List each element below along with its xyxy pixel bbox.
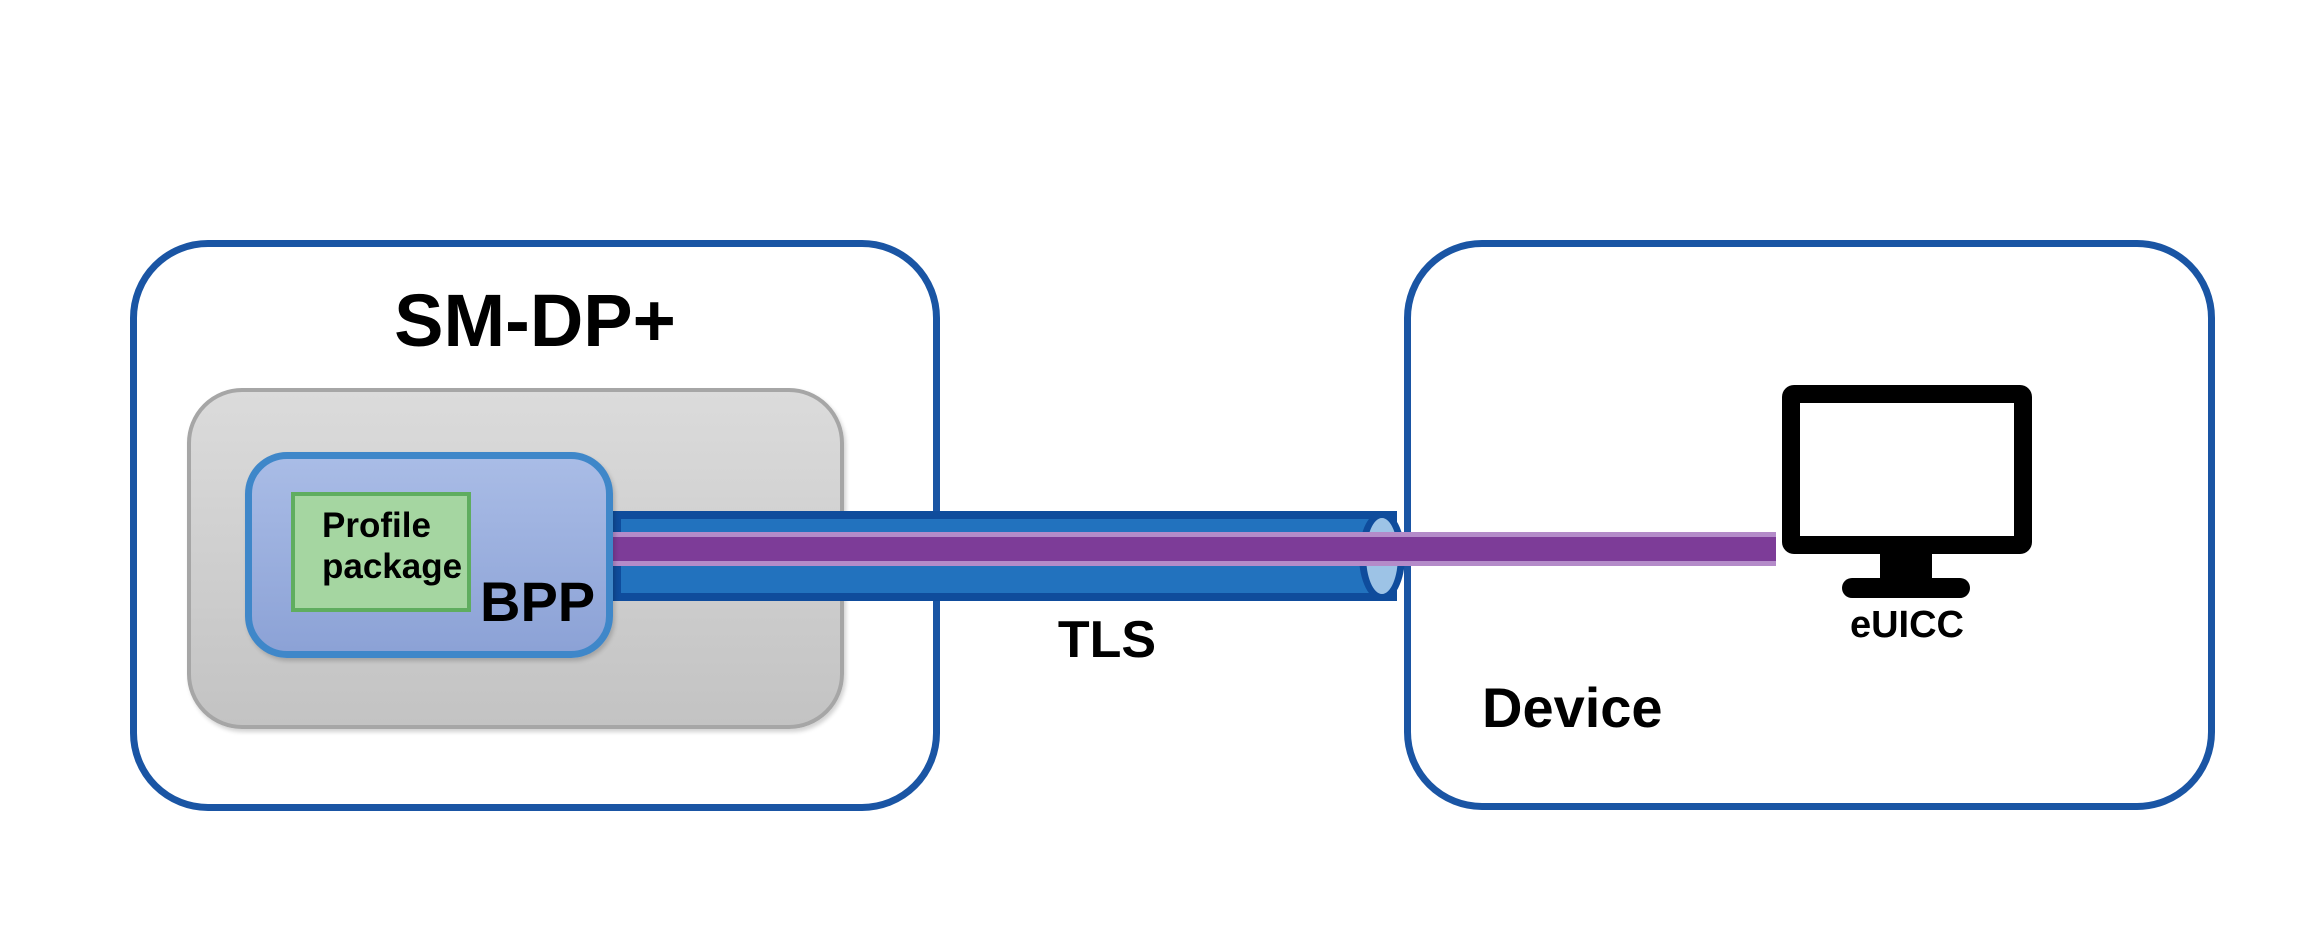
bpp-box: Profile package BPP [245, 452, 613, 658]
device-box: Device eUICC [1404, 240, 2215, 810]
profile-stream-connector [613, 532, 1776, 566]
tls-label: TLS [1057, 611, 1157, 669]
monitor-icon [1782, 385, 2032, 554]
euicc-label: eUICC [1849, 604, 1965, 646]
monitor-stand-neck [1880, 553, 1932, 581]
monitor-stand-base [1842, 578, 1970, 598]
bpp-label: BPP [480, 570, 596, 633]
sm-dp-label: SM-DP+ [394, 279, 676, 362]
profile-package-box: Profile package [291, 492, 471, 612]
device-label: Device [1482, 676, 1663, 739]
profile-package-label: Profile package [322, 506, 463, 586]
